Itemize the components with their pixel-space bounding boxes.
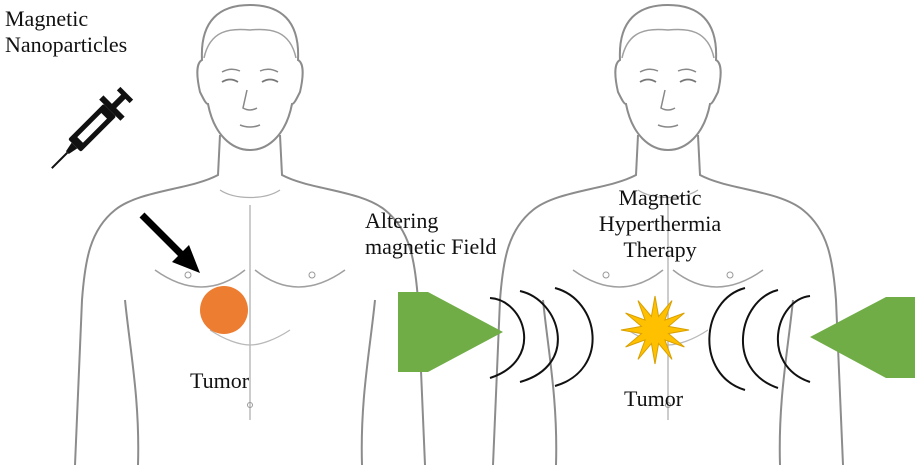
label-line: Magnetic xyxy=(5,6,89,31)
right-field-waves xyxy=(708,287,811,391)
tumor-label-right: Tumor xyxy=(624,386,684,411)
label-line: Magnetic xyxy=(618,185,702,210)
tumor-circle xyxy=(200,286,248,334)
injection-arrow xyxy=(139,212,200,273)
therapy-label: Magnetic Hyperthermia Therapy xyxy=(580,185,740,263)
tumor-label-left: Tumor xyxy=(190,368,250,393)
label-line: Altering xyxy=(365,208,439,233)
heat-starburst-icon xyxy=(620,295,690,365)
label-line: Hyperthermia xyxy=(598,211,722,236)
label-line: Therapy xyxy=(623,237,697,262)
label-line: Nanoparticles xyxy=(5,32,128,57)
left-magnet-coil xyxy=(398,292,503,372)
left-field-waves xyxy=(489,287,594,387)
altering-field-label: Altering magnetic Field xyxy=(365,208,496,260)
syringe-icon xyxy=(51,86,134,169)
right-magnet-coil xyxy=(810,297,915,378)
nanoparticles-label: Magnetic Nanoparticles xyxy=(5,6,127,58)
label-line: magnetic Field xyxy=(365,234,497,259)
